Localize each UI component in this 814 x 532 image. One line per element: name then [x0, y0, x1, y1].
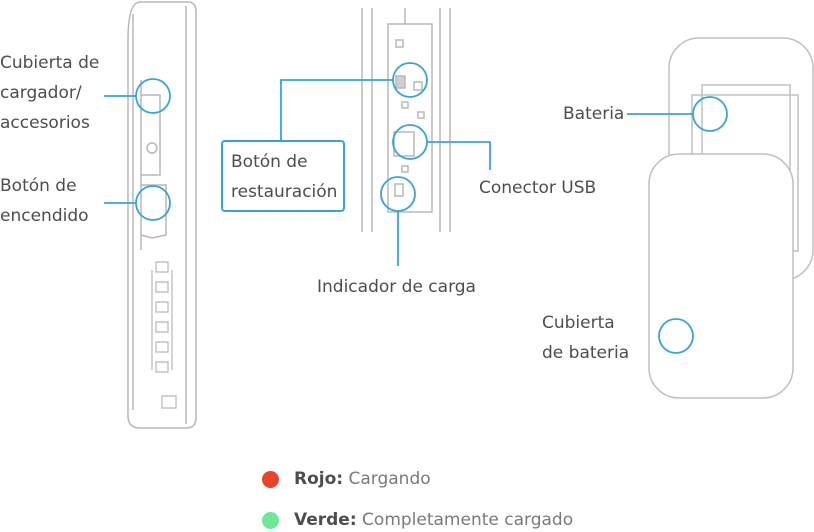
label-power-button: Botón de encendido [0, 176, 89, 226]
green-dot-icon [262, 511, 279, 529]
legend-value-red: Cargando [348, 469, 431, 489]
label-reset-button: Botón de restauración [231, 152, 338, 202]
label-battery: Bateria [563, 104, 625, 124]
device-side-view [127, 1, 197, 429]
label-usb-connector: Conector USB [479, 178, 597, 198]
red-dot-icon [262, 470, 279, 488]
legend-item-green: Verde: Completamente cargado [262, 508, 573, 532]
reset-button-label-box [221, 140, 345, 212]
label-charger-cover: Cubierta de cargador/ accesorios [0, 53, 100, 133]
legend-key-green: Verde: [294, 510, 357, 530]
legend-value-green: Completamente cargado [362, 510, 574, 530]
legend-item-red: Rojo: Cargando [262, 467, 431, 491]
callout-battery-cover [658, 318, 694, 354]
device-edge-view [361, 8, 451, 232]
callout-charge-indicator [380, 176, 416, 212]
callout-usb-connector [392, 124, 428, 160]
callouts [104, 62, 728, 354]
legend-key-red: Rojo: [294, 469, 344, 489]
label-battery-cover: Cubierta de bateria [542, 313, 630, 363]
battery-cover-illustration [648, 153, 794, 399]
label-charge-indicator: Indicador de carga [317, 277, 476, 297]
